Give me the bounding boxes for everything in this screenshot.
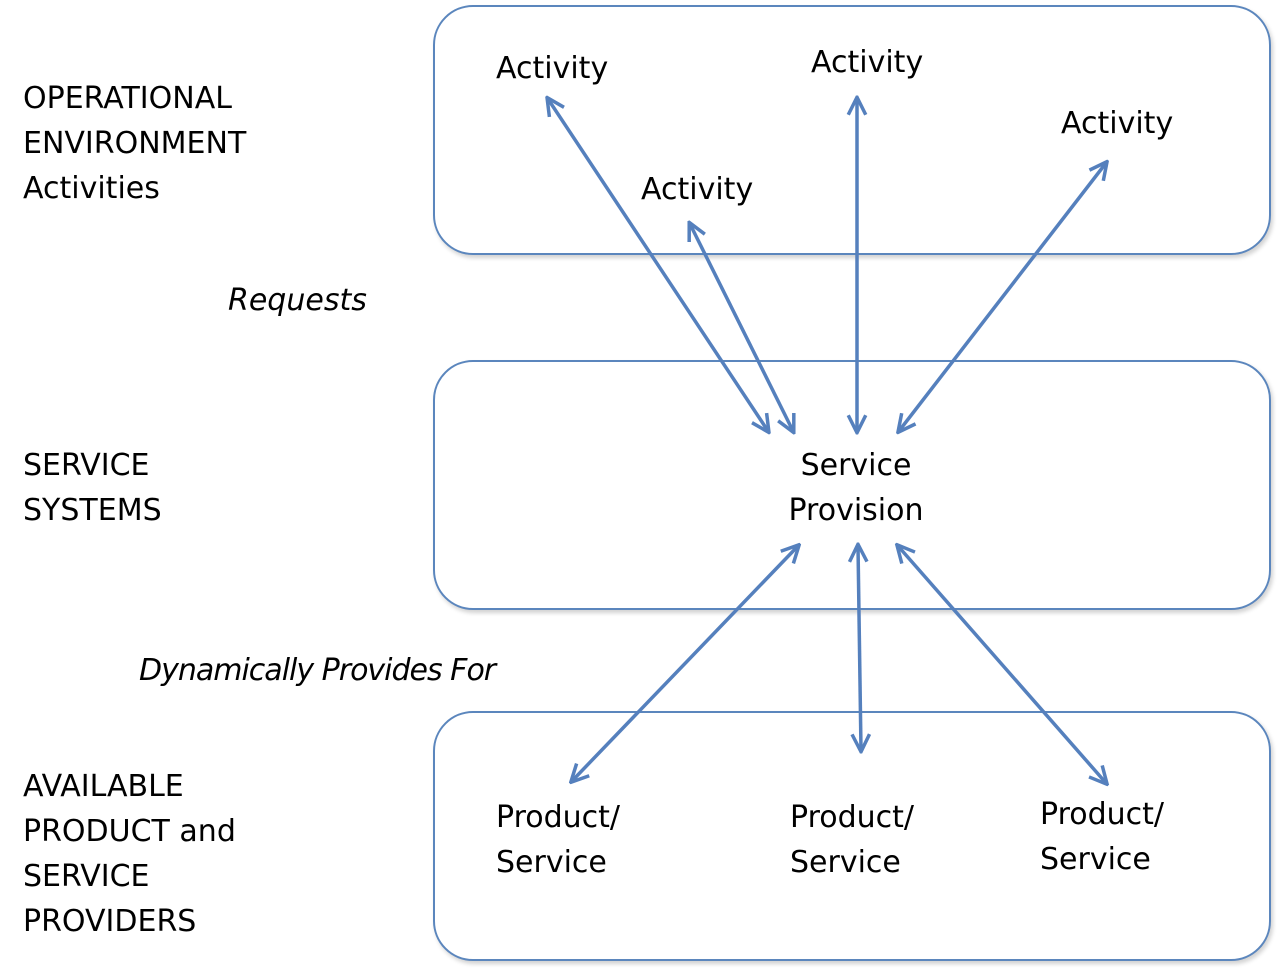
dynamically-provides-for-label: Dynamically Provides For (139, 653, 496, 688)
providers-label: AVAILABLE PRODUCT and SERVICE PROVIDERS (23, 769, 236, 939)
arrow-product-1 (572, 546, 798, 781)
service-provision-node: Service Provision (788, 448, 924, 528)
arrow-activity-2 (690, 224, 793, 431)
arrow-activity-4 (899, 163, 1106, 431)
arrow-activity-1 (548, 99, 768, 431)
product-service-node: Product/ Service (790, 800, 915, 880)
operational-environment-label: OPERATIONAL ENVIRONMENT Activities (23, 81, 247, 206)
activity-node: Activity (1061, 106, 1174, 141)
arrow-product-3 (898, 546, 1106, 783)
activity-node: Activity (811, 45, 924, 80)
requests-label: Requests (228, 283, 367, 318)
arrow-product-2 (858, 546, 861, 750)
product-service-node: Product/ Service (496, 800, 621, 880)
activity-node: Activity (496, 51, 609, 86)
service-systems-label: SERVICE SYSTEMS (23, 448, 162, 528)
activity-node: Activity (641, 172, 754, 207)
product-service-node: Product/ Service (1040, 797, 1165, 877)
